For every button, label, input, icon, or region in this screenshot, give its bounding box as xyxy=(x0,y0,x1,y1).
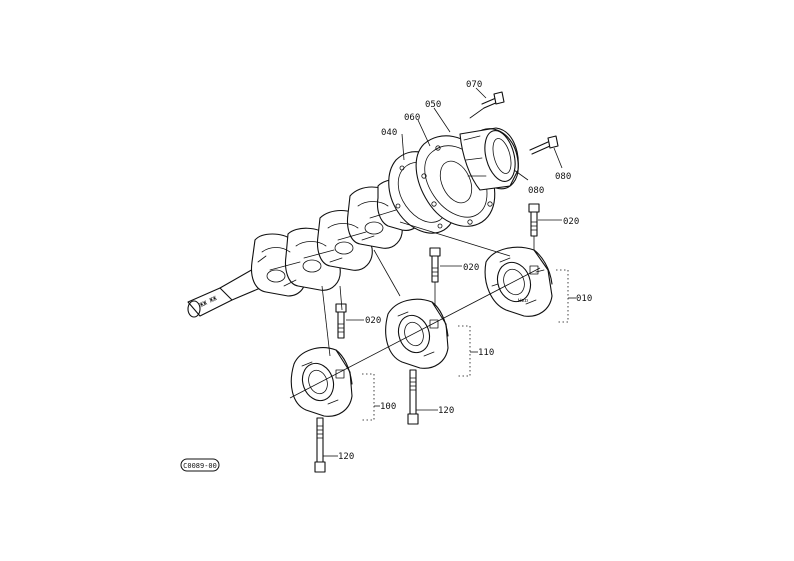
callout-110: 110 xyxy=(478,348,494,358)
callout-070: 070 xyxy=(466,80,482,90)
crankshaft-stamp: ЖЖ ЖЖ xyxy=(199,295,219,309)
callout-labels: 010 020 020 020 040 050 060 070 080 080 … xyxy=(338,80,592,462)
reference-code: C0089-00 xyxy=(183,462,217,470)
callout-040: 040 xyxy=(381,128,397,138)
oil-seal-housing xyxy=(388,127,519,234)
alignment-lines xyxy=(289,221,541,399)
callout-060: 060 xyxy=(404,113,420,123)
bolt-120-middle xyxy=(407,369,419,425)
bolt-070 xyxy=(469,91,505,119)
callout-010: 010 xyxy=(576,294,592,304)
bearing-case-010-mark: ʜᴋᴅ xyxy=(518,297,528,304)
bolt-020-right xyxy=(528,203,540,237)
callout-100: 100 xyxy=(380,402,396,412)
callout-020-middle: 020 xyxy=(463,263,479,273)
callout-020-left: 020 xyxy=(365,316,381,326)
callout-050: 050 xyxy=(425,100,441,110)
bolt-120-left xyxy=(314,417,326,473)
callout-080-bolt: 080 xyxy=(555,172,571,182)
bearing-case-100 xyxy=(290,347,353,417)
callout-020-right: 020 xyxy=(563,217,579,227)
bearing-case-110 xyxy=(385,298,449,369)
callout-120-left: 120 xyxy=(338,452,354,462)
group-brackets xyxy=(362,269,569,421)
crankshaft: ЖЖ ЖЖ xyxy=(187,179,423,318)
bolt-020-middle xyxy=(429,247,441,283)
bearing-case-010: ʜᴋᴅ xyxy=(484,246,553,317)
callout-120-middle: 120 xyxy=(438,406,454,416)
callout-leaders xyxy=(323,87,576,457)
bolt-080 xyxy=(529,135,559,155)
reference-code-badge: C0089-00 xyxy=(180,458,220,472)
callout-080-seal: 080 xyxy=(528,186,544,196)
bolt-020-left xyxy=(335,303,347,339)
